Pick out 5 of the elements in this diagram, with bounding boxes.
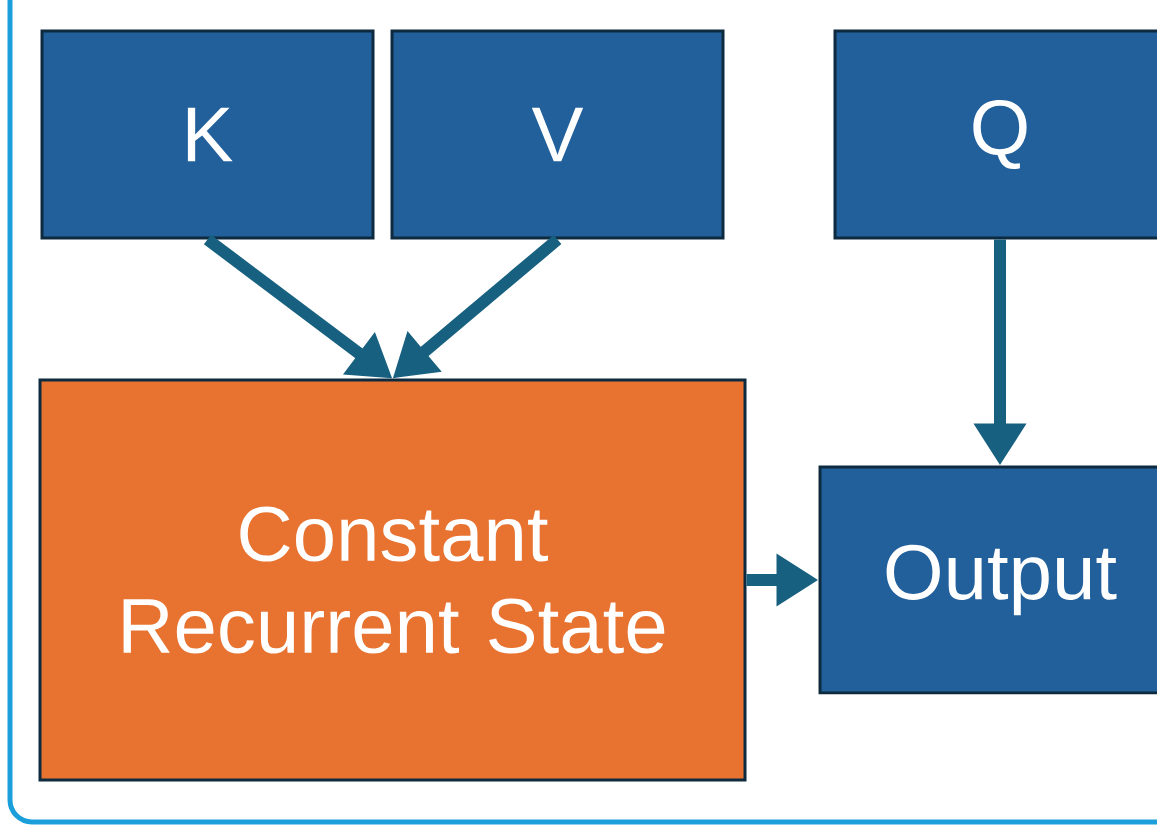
state-box: Constant Recurrent State [38, 378, 747, 782]
input-box: V [390, 29, 725, 240]
input-box: K [40, 29, 375, 240]
output-box: Output [818, 465, 1157, 695]
input-box: Q [833, 29, 1157, 240]
